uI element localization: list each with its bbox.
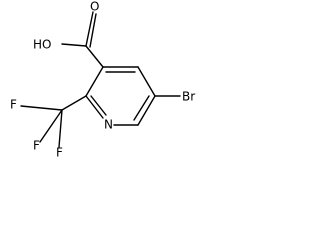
carbonyl-oxygen-label: O bbox=[90, 0, 99, 14]
molecule-drawing: HO O N Br F F F bbox=[10, 0, 195, 160]
bond-c-o-double-1 bbox=[85, 11, 94, 47]
bond-n-c2 bbox=[85, 95, 104, 119]
bond-c4-c5 bbox=[137, 66, 156, 97]
structure-canvas: HO O N Br F F F bbox=[0, 0, 219, 160]
bond-c-oh bbox=[61, 43, 87, 47]
fluorine-label-2: F bbox=[33, 139, 40, 153]
bond-aromatic-inner-2 bbox=[133, 95, 150, 121]
bond-c5-c6 bbox=[137, 95, 156, 126]
bond-cf3-f1 bbox=[20, 105, 63, 111]
bond-c2-cf3 bbox=[61, 95, 87, 111]
ring-nitrogen-label: N bbox=[104, 118, 113, 132]
fluorine-label-3: F bbox=[56, 146, 63, 160]
bond-c2-c3 bbox=[85, 66, 104, 97]
bromine-label: Br bbox=[182, 90, 195, 104]
fluorine-label-1: F bbox=[10, 98, 17, 112]
bond-c-ring bbox=[85, 45, 104, 68]
bond-c-o-double-2 bbox=[89, 13, 97, 48]
hydroxyl-label: HO bbox=[33, 38, 51, 52]
bond-cf3-f3 bbox=[58, 109, 63, 148]
bond-aromatic-inner-3 bbox=[90, 95, 107, 116]
bond-cf3-f2 bbox=[39, 109, 63, 143]
